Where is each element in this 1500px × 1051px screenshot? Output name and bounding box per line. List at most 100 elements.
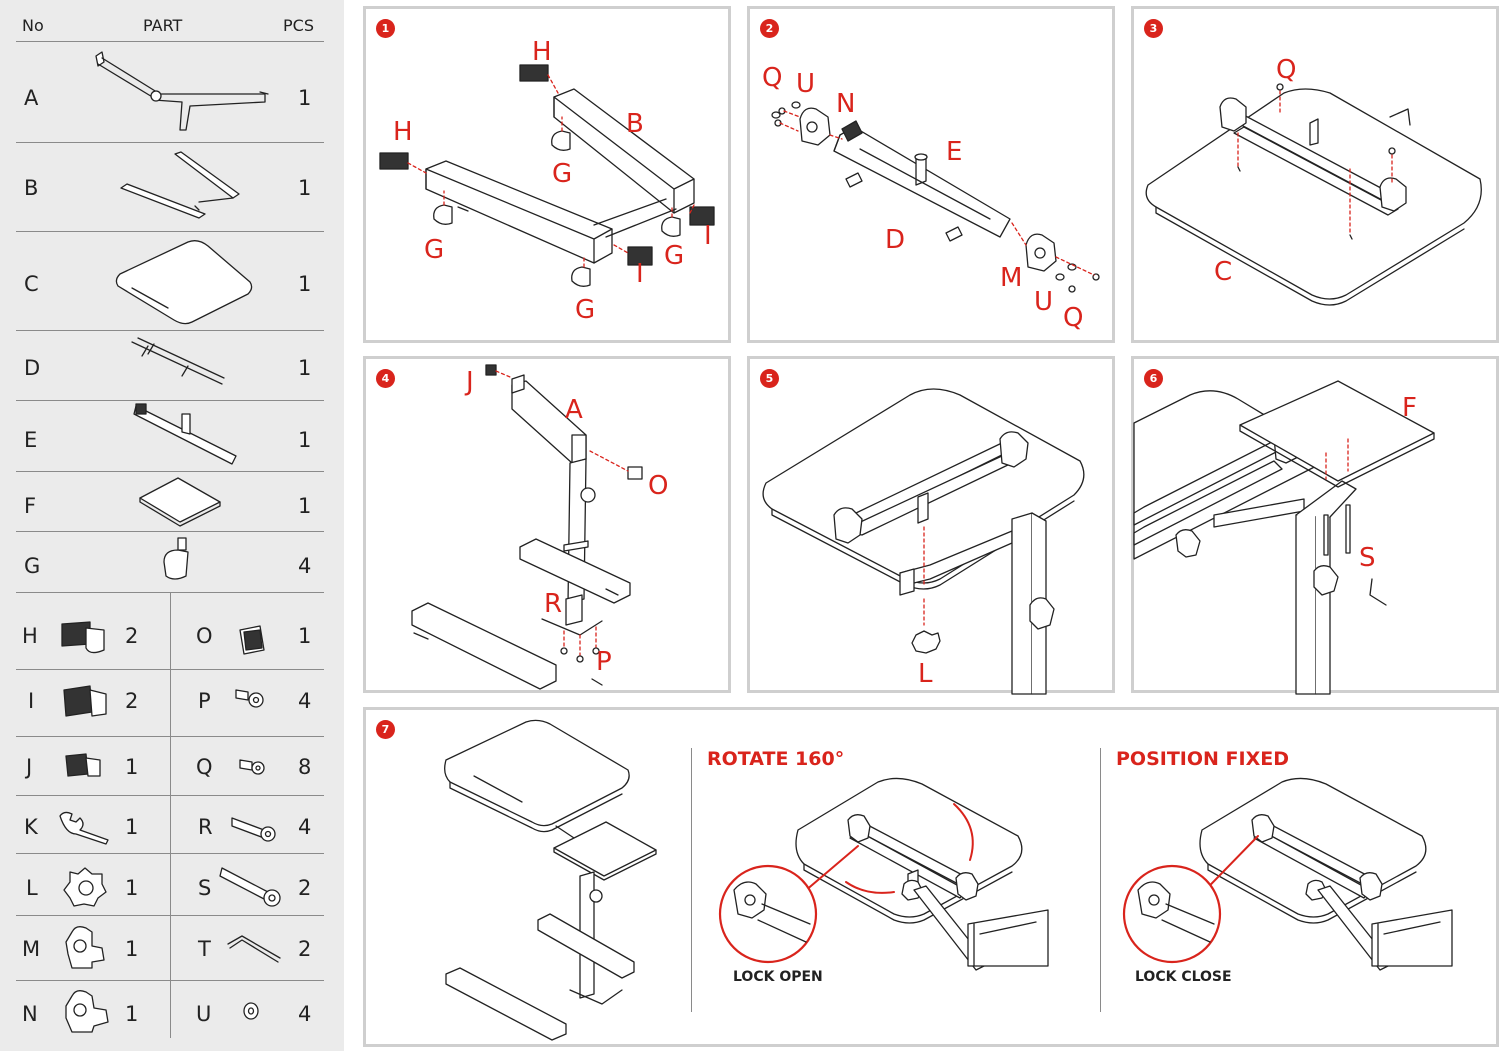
header-pcs: PCS <box>283 16 314 35</box>
part-id: M <box>22 937 41 961</box>
side-tray-icon <box>139 477 221 527</box>
rotate-detail-drawing <box>718 777 1049 971</box>
label-g: G <box>424 235 445 265</box>
step-number-badge: 2 <box>760 19 779 38</box>
lock-close-caption: LOCK CLOSE <box>1135 969 1232 985</box>
step-number-badge: 1 <box>376 19 395 38</box>
part-id: B <box>24 176 39 200</box>
part-id: U <box>196 1002 212 1026</box>
label-l: L <box>918 659 933 689</box>
label-u: U <box>796 69 816 99</box>
side-tray-drawing <box>1133 380 1435 695</box>
part-id: N <box>22 1002 38 1026</box>
part-qty: 4 <box>298 689 312 713</box>
fixed-detail-drawing <box>1122 777 1453 971</box>
rail-rods-icon <box>131 337 225 385</box>
hinge-assembly-drawing <box>771 101 1100 293</box>
arm-assembly-icon <box>95 51 269 131</box>
step-number-badge: 4 <box>376 369 395 388</box>
part-qty: 4 <box>298 554 312 578</box>
part-id: Q <box>196 755 213 779</box>
clamp-icon <box>65 926 105 969</box>
step-number-badge: 5 <box>760 369 779 388</box>
base-assembly-drawing <box>379 64 715 287</box>
part-id: T <box>198 937 211 961</box>
finished-table-drawing <box>444 719 657 1041</box>
label-q: Q <box>1063 303 1084 333</box>
caster-wheel-icon <box>163 537 189 580</box>
part-qty: 2 <box>125 689 139 713</box>
step-1-panel: 1 H H B G G G G I I <box>363 6 731 343</box>
label-o: O <box>648 471 669 501</box>
short-bolt-icon <box>235 689 264 708</box>
part-qty: 1 <box>298 86 312 110</box>
small-cap-icon <box>65 753 101 777</box>
part-id: G <box>24 554 41 578</box>
label-q: Q <box>1276 55 1297 85</box>
hex-key-icon <box>227 935 281 963</box>
label-r: R <box>544 589 563 619</box>
step-2-panel: 2 Q U N E D M U Q <box>747 6 1115 343</box>
part-id: J <box>26 755 33 779</box>
part-qty: 1 <box>298 356 312 380</box>
hinge-tube-icon <box>133 403 237 465</box>
laptop-tray-icon <box>115 240 253 325</box>
bolt-icon <box>231 817 276 842</box>
label-g: G <box>664 241 685 271</box>
label-m: M <box>1000 263 1023 293</box>
part-id: A <box>24 86 39 110</box>
foot-cap-icon <box>63 685 107 717</box>
label-f: F <box>1402 393 1417 423</box>
part-qty: 1 <box>298 272 312 296</box>
label-h: H <box>532 37 552 67</box>
stand-assembly-drawing <box>411 364 643 690</box>
end-cap-icon <box>61 621 105 654</box>
parts-table: No PART PCS A 1 B 1 C 1 <box>0 0 344 1051</box>
part-qty: 1 <box>125 1002 139 1026</box>
part-id: D <box>24 356 41 380</box>
part-id: F <box>24 494 37 518</box>
label-e: E <box>946 137 963 167</box>
part-id: O <box>196 624 213 648</box>
label-i: I <box>636 259 644 289</box>
label-n: N <box>836 89 856 119</box>
part-qty: 2 <box>298 937 312 961</box>
part-id: E <box>24 428 38 452</box>
rotate-title: ROTATE 160° <box>707 748 845 770</box>
label-u: U <box>1034 287 1054 317</box>
clamp-icon <box>65 990 109 1033</box>
lock-open-caption: LOCK OPEN <box>733 969 823 985</box>
knob-icon <box>63 867 107 907</box>
label-p: P <box>596 647 612 677</box>
part-qty: 1 <box>298 428 312 452</box>
step-3-panel: 3 Q C <box>1131 6 1499 343</box>
position-fixed-title: POSITION FIXED <box>1116 748 1289 770</box>
part-id: C <box>24 272 39 296</box>
long-bolt-icon <box>219 867 281 907</box>
step-number-badge: 6 <box>1144 369 1163 388</box>
part-id: P <box>198 689 211 713</box>
label-b: B <box>626 109 644 139</box>
part-id: K <box>24 815 38 839</box>
part-qty: 2 <box>298 876 312 900</box>
part-qty: 2 <box>125 624 139 648</box>
part-qty: 1 <box>298 176 312 200</box>
label-j: J <box>466 367 474 397</box>
wrench-icon <box>59 811 109 845</box>
part-qty: 1 <box>125 876 139 900</box>
part-qty: 1 <box>298 494 312 518</box>
label-d: D <box>885 225 906 255</box>
label-c: C <box>1214 257 1233 287</box>
part-qty: 1 <box>125 937 139 961</box>
part-qty: 1 <box>125 755 139 779</box>
tray-mount-drawing <box>1145 83 1482 306</box>
step-6-panel: 6 F S <box>1131 356 1499 695</box>
step-number-badge: 3 <box>1144 19 1163 38</box>
screw-icon <box>239 759 265 775</box>
base-frame-icon <box>120 151 240 219</box>
label-s: S <box>1359 543 1376 573</box>
part-qty: 1 <box>298 624 312 648</box>
part-id: H <box>22 624 38 648</box>
step-number-badge: 7 <box>376 720 395 739</box>
part-id: I <box>28 689 35 713</box>
